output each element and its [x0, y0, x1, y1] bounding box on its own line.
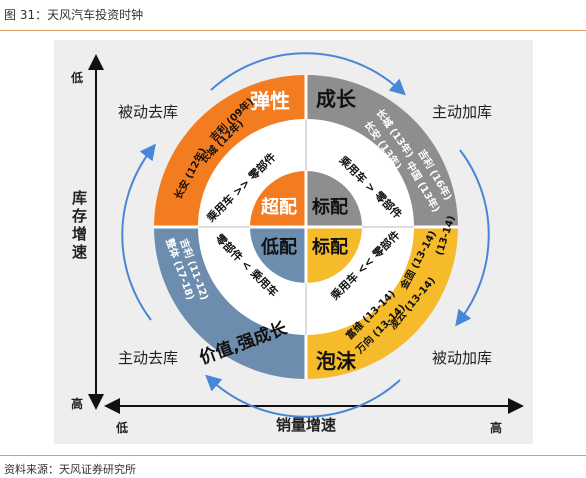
outer-label-br: 泡沫 — [316, 349, 357, 373]
phase-top-right: 主动加库 — [432, 103, 492, 121]
y-axis-label: 库存增速 — [72, 189, 87, 261]
inner-label-br: 标配 — [311, 236, 348, 258]
inner-quadrant-tr — [306, 171, 362, 227]
y-axis-high: 高 — [71, 396, 83, 411]
investment-clock-svg: 低 高 库存增速 低 高 销量增速 被动去库 主动加库 主动去库 被动加库 — [70, 52, 524, 435]
x-axis-high: 高 — [490, 420, 502, 435]
bottom-rule — [0, 455, 586, 456]
inner-quadrant-br — [306, 227, 362, 283]
x-axis-low: 低 — [115, 420, 128, 435]
inner-label-tr: 标配 — [311, 196, 348, 218]
outer-label-tr: 成长 — [316, 87, 357, 111]
inner-quadrant-bl — [250, 227, 306, 283]
diagram-panel: 低 高 库存增速 低 高 销量增速 被动去库 主动加库 主动去库 被动加库 — [54, 40, 533, 444]
inner-label-tl: 超配 — [261, 196, 297, 218]
outer-label-tl: 弹性 — [250, 89, 290, 113]
phase-bottom-right: 被动加库 — [432, 349, 492, 367]
inner-quadrant-tl — [250, 171, 306, 227]
y-axis-low: 低 — [70, 70, 83, 85]
cycle-arrow-right — [455, 149, 490, 327]
source-note: 资料来源：天风证券研究所 — [4, 463, 136, 476]
cycle-arrow-bottom — [205, 374, 401, 418]
phase-bottom-left: 主动去库 — [118, 349, 178, 367]
top-rule — [0, 30, 586, 31]
cycle-arrow-top — [210, 52, 406, 96]
phase-top-left: 被动去库 — [118, 103, 178, 121]
cycle-arrow-left — [121, 143, 156, 321]
x-axis-label: 销量增速 — [276, 416, 336, 434]
figure-title: 图 31：天风汽车投资时钟 — [4, 8, 144, 22]
inner-label-bl: 低配 — [260, 236, 297, 258]
